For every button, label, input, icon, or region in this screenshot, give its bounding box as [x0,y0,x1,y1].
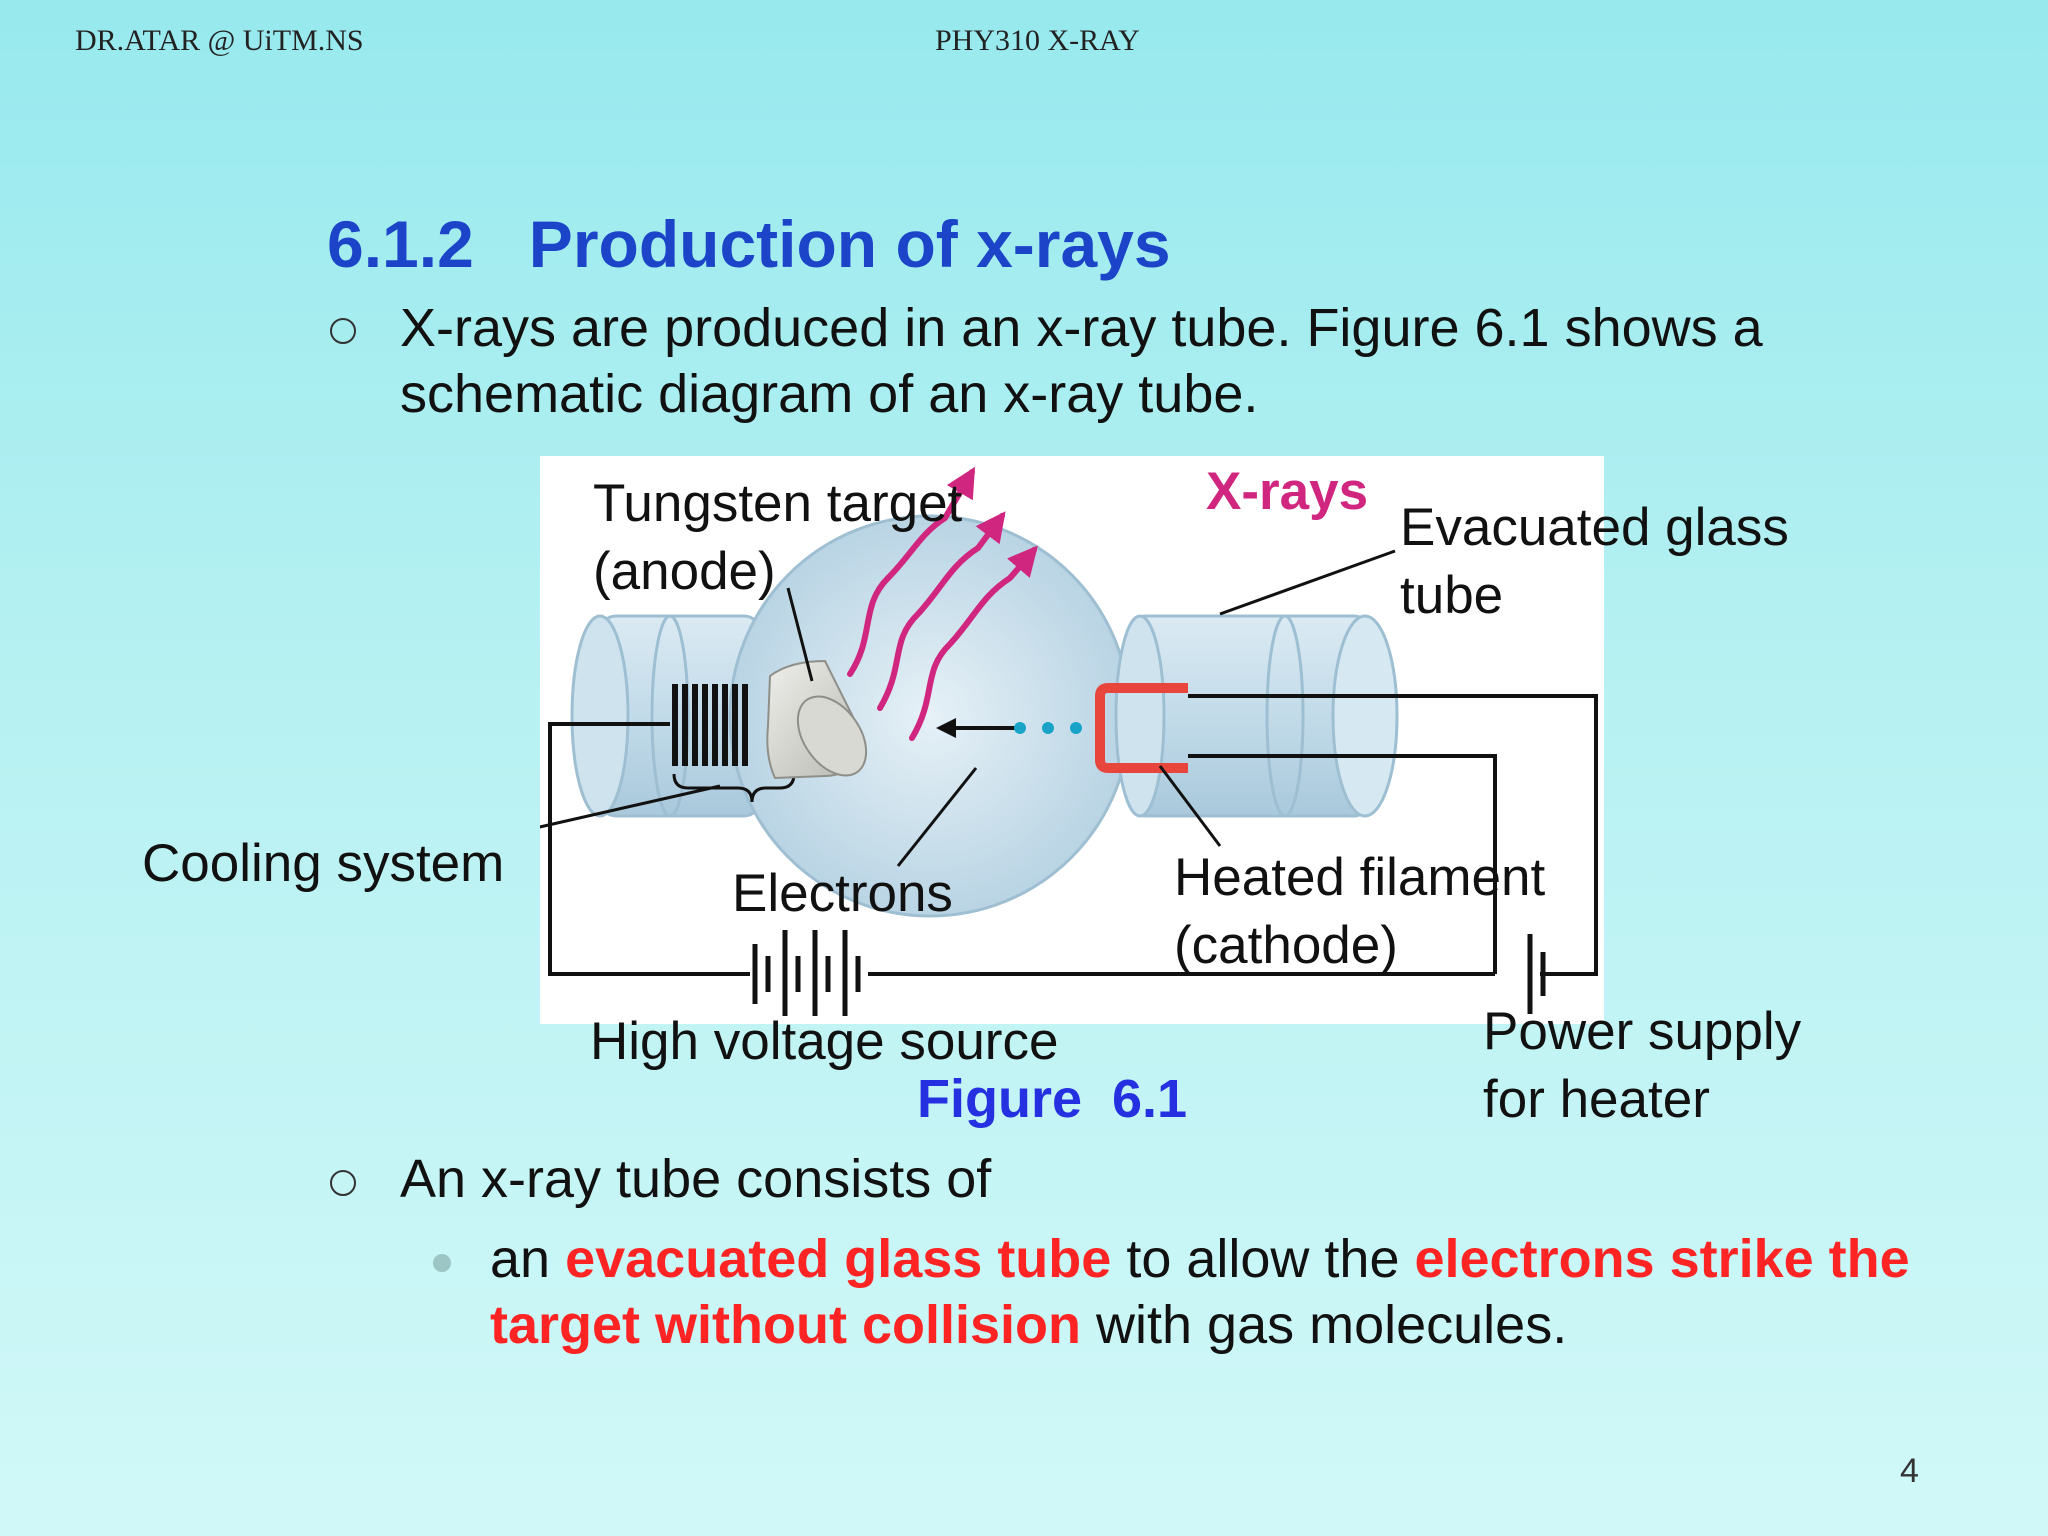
xray-tube-diagram [499,466,1598,1016]
figure-panel [499,456,1604,1024]
header-left: DR.ATAR @ UiTM.NS [75,24,364,57]
sub-bullet-text: an evacuated glass tube to allow the ele… [490,1226,2030,1358]
label-for-heater: for heater [1483,1070,1710,1129]
label-cooling-system: Cooling system [142,834,505,893]
sub-text-part: with gas molecules. [1081,1295,1568,1355]
label-high-voltage-source: High voltage source [590,1012,1059,1071]
label-anode: (anode) [593,542,776,601]
cooling-brace [672,773,796,803]
sub-bullet-dot-icon [433,1254,451,1272]
sub-text-part: an [490,1229,566,1289]
label-cathode: (cathode) [1174,916,1398,975]
bullet-ring-icon [330,318,356,344]
figure-caption: Figure 6.1 [917,1069,1188,1129]
electron-dot [1070,722,1082,734]
bullet-text-1: X-rays are produced in an x-ray tube. Fi… [400,298,1763,424]
anode-face [796,695,868,777]
label-power-supply: Power supply [1483,1002,1802,1061]
circuit-wires [548,694,1598,976]
label-tube: tube [1400,566,1504,625]
sub-text-part: to allow the [1111,1229,1415,1289]
label-electrons: Electrons [732,864,953,923]
header-center: PHY310 X-RAY [935,24,1140,57]
cooling-fins [672,684,748,766]
highlight-without-collision: target without collision [490,1295,1081,1355]
label-heated-filament: Heated filament [1174,848,1546,907]
label-xrays: X-rays [1206,462,1369,521]
filament [1095,683,1188,773]
bullet-text-2: An x-ray tube consists of [400,1149,992,1209]
bullet-ring-icon [330,1170,356,1196]
highlight-evacuated-glass-tube: evacuated glass tube [565,1229,1112,1289]
label-evacuated-glass: Evacuated glass [1400,498,1789,557]
battery-heater [1527,934,1546,1014]
page-number: 4 [1900,1452,1919,1490]
battery-hv [752,930,861,1016]
slide-title: 6.1.2 Production of x-rays [327,207,1171,281]
highlight-electrons-strike: electrons strike the [1414,1229,1910,1289]
xray-arrows [847,466,1038,741]
label-tungsten-target: Tungsten target [593,474,963,533]
electron-dot [1042,722,1054,734]
electron-dot [1014,722,1026,734]
